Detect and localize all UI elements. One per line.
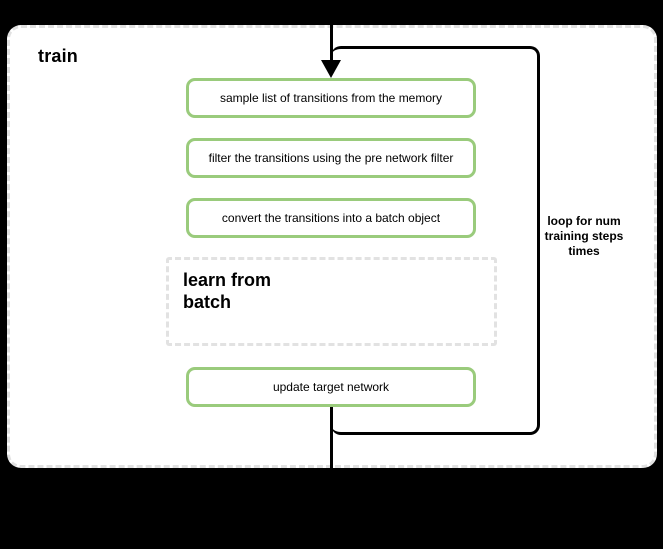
diagram-title: train [38,46,79,66]
step-label: sample list of transitions from the memo… [219,91,443,105]
step-label: update target network [272,380,390,394]
loop-annotation-line: times [568,244,600,258]
subprocess-label-line: learn from [183,270,272,290]
step-convert-to-batch: convert the transitions into a batch obj… [186,198,476,238]
loop-annotation-line: loop for num [547,214,621,228]
step-label: filter the transitions using the pre net… [208,151,454,165]
subprocess-label-line: batch [183,292,232,312]
step-filter-transitions: filter the transitions using the pre net… [186,138,476,178]
step-update-target-network: update target network [186,367,476,407]
step-sample-transitions: sample list of transitions from the memo… [186,78,476,118]
subprocess-learn-from-batch: learn from batch [166,257,497,346]
loop-bracket [331,46,540,435]
loop-annotation-line: training steps [544,229,624,243]
loop-annotation: loop for num training steps times [536,214,632,259]
arrowhead-down-icon [321,60,341,78]
flow-line-incoming [330,18,333,63]
flow-line-outgoing [330,405,333,469]
step-label: convert the transitions into a batch obj… [221,211,441,225]
